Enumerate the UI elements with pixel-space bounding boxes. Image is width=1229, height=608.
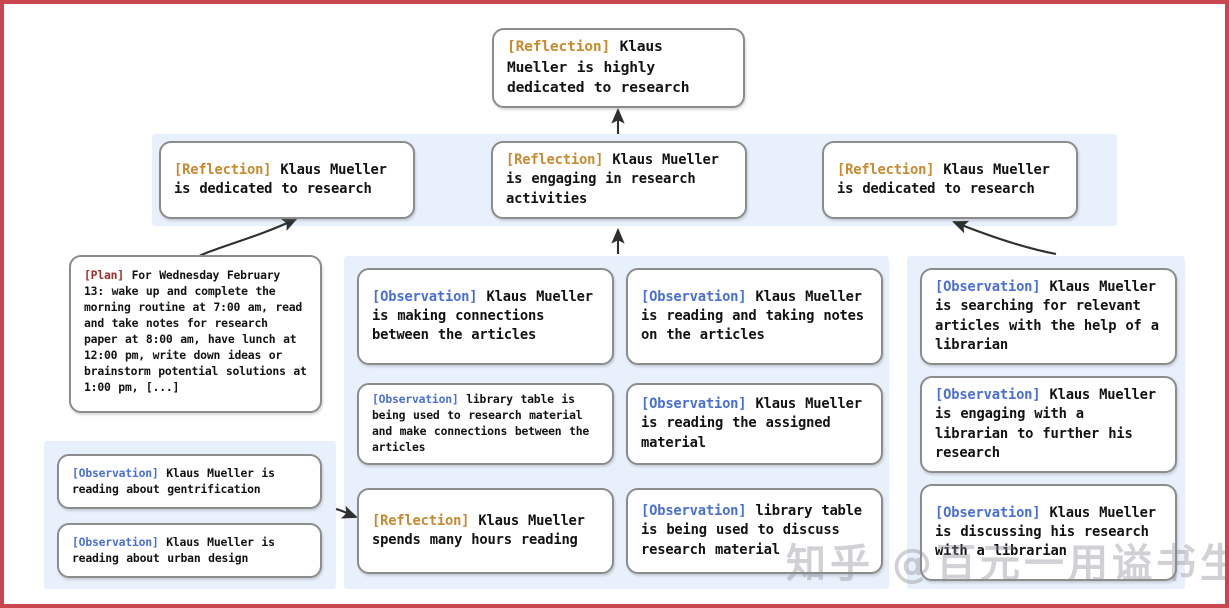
tag-observation: [Observation]	[641, 503, 747, 520]
node-text: [Reflection] Klaus Mueller is dedicated …	[837, 161, 1063, 200]
node-body: Klaus Mueller is reading about gentrific…	[72, 465, 283, 496]
node-text: [Observation] Klaus Mueller is reading t…	[641, 395, 868, 453]
node-observation-gentrification[interactable]: [Observation] Klaus Mueller is reading a…	[57, 454, 322, 509]
node-text: [Observation] library table is being use…	[372, 392, 599, 456]
tag-reflection: [Reflection]	[837, 161, 935, 178]
tag-observation: [Observation]	[72, 534, 159, 549]
node-observation-discussing-research[interactable]: [Observation] Klaus Mueller is discussin…	[920, 484, 1177, 581]
node-text: [Reflection] Klaus Mueller is highly ded…	[507, 37, 730, 98]
tag-observation: [Observation]	[935, 278, 1041, 295]
node-observation-engaging-librarian[interactable]: [Observation] Klaus Mueller is engaging …	[920, 376, 1177, 473]
node-text: [Observation] library table is being use…	[641, 502, 868, 560]
node-reflection-left[interactable]: [Reflection] Klaus Mueller is dedicated …	[159, 141, 415, 219]
node-body: library table is being used to research …	[372, 392, 597, 454]
node-plan[interactable]: [Plan] For Wednesday February 13: wake u…	[69, 255, 322, 413]
watermark-zhihu: 知乎	[786, 541, 874, 587]
node-body: Klaus Mueller is engaging in research ac…	[506, 152, 728, 207]
node-body: Klaus Mueller is dedicated to research	[174, 161, 396, 197]
node-reflection-hours-reading[interactable]: [Reflection] Klaus Mueller spends many h…	[357, 488, 614, 574]
tag-observation: [Observation]	[935, 386, 1041, 403]
node-observation-library-table-research[interactable]: [Observation] library table is being use…	[357, 383, 614, 465]
node-body: Klaus Mueller is making connections betw…	[372, 288, 602, 344]
node-text: [Observation] Klaus Mueller is making co…	[372, 288, 599, 346]
node-observation-searching-articles[interactable]: [Observation] Klaus Mueller is searching…	[920, 268, 1177, 365]
node-text: [Observation] Klaus Mueller is reading a…	[641, 288, 868, 346]
node-body: Klaus Mueller is discussing his research…	[935, 504, 1165, 560]
node-text: [Reflection] Klaus Mueller is dedicated …	[174, 161, 400, 200]
node-body: library table is being used to discuss r…	[641, 503, 871, 558]
tag-observation: [Observation]	[372, 288, 478, 305]
node-root-reflection[interactable]: [Reflection] Klaus Mueller is highly ded…	[492, 28, 745, 108]
tag-observation: [Observation]	[72, 465, 159, 480]
node-text: [Observation] Klaus Mueller is discussin…	[935, 504, 1162, 562]
node-text: [Plan] For Wednesday February 13: wake u…	[84, 268, 307, 396]
node-text: [Observation] Klaus Mueller is reading a…	[72, 535, 307, 567]
tag-reflection: [Reflection]	[507, 38, 611, 56]
tag-reflection: [Reflection]	[174, 161, 272, 178]
tag-observation: [Observation]	[372, 392, 459, 407]
node-body: Klaus Mueller is engaging with a librari…	[935, 386, 1165, 461]
node-body: Klaus Mueller is reading the assigned ma…	[641, 396, 871, 451]
node-text: [Reflection] Klaus Mueller spends many h…	[372, 512, 599, 551]
node-observation-urban-design[interactable]: [Observation] Klaus Mueller is reading a…	[57, 523, 322, 578]
node-text: [Observation] Klaus Mueller is searching…	[935, 278, 1162, 355]
node-observation-library-table-discuss[interactable]: [Observation] library table is being use…	[626, 488, 883, 574]
node-body: Klaus Mueller spends many hours reading	[372, 512, 594, 548]
tag-plan: [Plan]	[84, 268, 124, 282]
watermark-author: @百元一用谥书生	[892, 541, 1229, 587]
node-body: Klaus Mueller is dedicated to research	[837, 161, 1059, 197]
node-body: Klaus Mueller is reading about urban des…	[72, 534, 283, 565]
node-reflection-right[interactable]: [Reflection] Klaus Mueller is dedicated …	[822, 141, 1078, 219]
node-text: [Observation] Klaus Mueller is engaging …	[935, 386, 1162, 463]
node-observation-making-connections[interactable]: [Observation] Klaus Mueller is making co…	[357, 268, 614, 365]
node-body: Klaus Mueller is highly dedicated to res…	[507, 38, 690, 97]
node-body: Klaus Mueller is searching for relevant …	[935, 278, 1168, 353]
node-observation-reading-taking-notes[interactable]: [Observation] Klaus Mueller is reading a…	[626, 268, 883, 365]
node-reflection-middle[interactable]: [Reflection] Klaus Mueller is engaging i…	[491, 141, 747, 219]
node-text: [Reflection] Klaus Mueller is engaging i…	[506, 151, 732, 209]
tag-reflection: [Reflection]	[506, 152, 604, 169]
node-observation-assigned-material[interactable]: [Observation] Klaus Mueller is reading t…	[626, 383, 883, 465]
tag-observation: [Observation]	[935, 504, 1041, 521]
tag-observation: [Observation]	[641, 288, 747, 305]
tag-observation: [Observation]	[641, 396, 747, 413]
node-body: For Wednesday February 13: wake up and c…	[84, 268, 315, 394]
node-body: Klaus Mueller is reading and taking note…	[641, 288, 873, 344]
tag-reflection: [Reflection]	[372, 512, 470, 529]
node-text: [Observation] Klaus Mueller is reading a…	[72, 466, 307, 498]
